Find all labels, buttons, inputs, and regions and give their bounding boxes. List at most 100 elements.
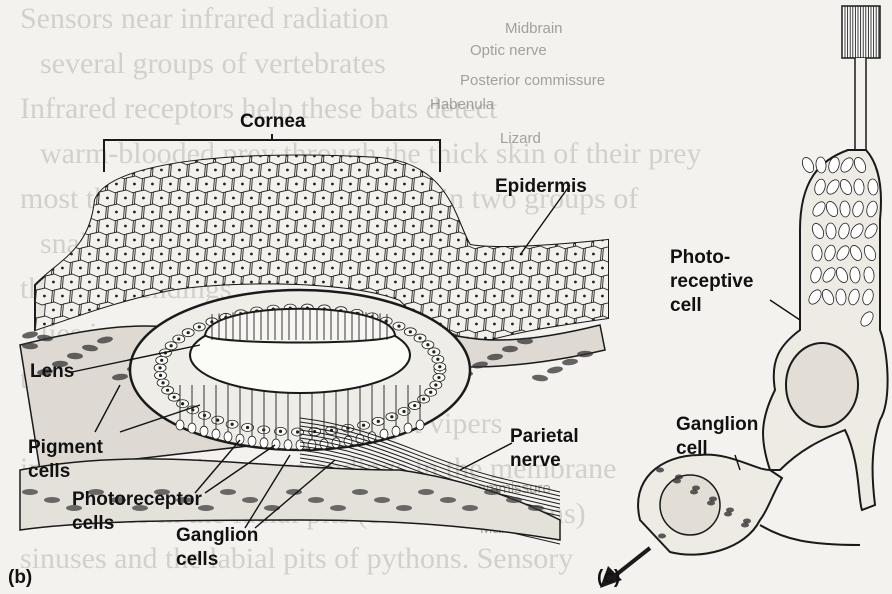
epidermis-cell [53, 232, 70, 249]
cell-nucleus [79, 323, 82, 326]
cell-nucleus [295, 267, 298, 270]
cell-nucleus [133, 211, 136, 214]
cell-nucleus [529, 211, 532, 214]
retina-cell-nucleus [231, 423, 234, 426]
pigment-cell [418, 489, 434, 495]
cell-nucleus [70, 309, 73, 312]
pigment-cell [22, 330, 39, 339]
cell-nucleus [502, 309, 505, 312]
cell-nucleus [250, 281, 253, 284]
cell-nucleus [178, 281, 181, 284]
cell-nucleus [448, 309, 451, 312]
cell-nucleus [448, 253, 451, 256]
epidermis-cell [584, 218, 601, 235]
cell-nucleus [160, 309, 163, 312]
epidermis-cell [602, 190, 619, 207]
cell-nucleus [367, 211, 370, 214]
cell-nucleus [304, 169, 307, 172]
cell-nucleus [367, 183, 370, 186]
cell-nucleus [349, 211, 352, 214]
label-parietal-nerve: Parietal nerve [510, 425, 579, 473]
cell-nucleus [70, 197, 73, 200]
cell-nucleus [322, 225, 325, 228]
epidermis-cell [611, 344, 628, 361]
cell-nucleus [376, 253, 379, 256]
cell-nucleus [457, 155, 460, 158]
cell-nucleus [79, 155, 82, 158]
cell-nucleus [232, 253, 235, 256]
cell-nucleus [187, 155, 190, 158]
cell-nucleus [502, 253, 505, 256]
epidermis-cell [593, 204, 610, 221]
epidermis-cell [125, 148, 142, 165]
cell-nucleus [178, 225, 181, 228]
cell-nucleus [412, 169, 415, 172]
panel-label-c: (c) [597, 566, 620, 590]
cell-nucleus [223, 183, 226, 186]
epidermis-cell [143, 148, 160, 165]
retina-cell-nucleus [418, 336, 421, 339]
cell-nucleus [115, 295, 118, 298]
cell-nucleus [205, 211, 208, 214]
cell-nucleus [421, 239, 424, 242]
panel-label-b: (b) [8, 566, 32, 590]
cell-nucleus [385, 211, 388, 214]
cell-nucleus [583, 267, 586, 270]
cell-nucleus [178, 309, 181, 312]
cell-nucleus [133, 155, 136, 158]
cell-nucleus [259, 239, 262, 242]
cell-nucleus [52, 253, 55, 256]
cell-nucleus [493, 323, 496, 326]
cell-nucleus [124, 281, 127, 284]
cell-nucleus [322, 281, 325, 284]
cell-nucleus [277, 183, 280, 186]
cell-nucleus [511, 267, 514, 270]
cell-nucleus [133, 295, 136, 298]
retina-cell-nucleus [177, 337, 180, 340]
cell-nucleus [97, 267, 100, 270]
epidermis-cell [584, 190, 601, 207]
epidermis-cell [449, 148, 466, 165]
cell-nucleus [205, 267, 208, 270]
epidermis-cell [458, 190, 475, 207]
cell-nucleus [151, 155, 154, 158]
cell-nucleus [169, 295, 172, 298]
cell-nucleus [61, 267, 64, 270]
cell-nucleus [475, 323, 478, 326]
cell-nucleus [556, 253, 559, 256]
retina-cell-nucleus [432, 350, 435, 353]
cell-nucleus [475, 155, 478, 158]
cell-nucleus [610, 309, 613, 312]
cell-nucleus [502, 225, 505, 228]
ganglion-granule [692, 486, 700, 491]
cell-nucleus [592, 309, 595, 312]
retina-cell-nucleus [362, 424, 365, 427]
cell-nucleus [592, 197, 595, 200]
cell-nucleus [511, 323, 514, 326]
photoreceptor-cell [188, 423, 196, 433]
cilium-stalk [855, 58, 866, 150]
cell-nucleus [619, 183, 622, 186]
cell-nucleus [547, 239, 550, 242]
cell-nucleus [322, 169, 325, 172]
cell-nucleus [484, 197, 487, 200]
epidermis-cell [44, 162, 61, 179]
leader-line [460, 443, 512, 470]
cell-nucleus [421, 155, 424, 158]
cell-nucleus [133, 267, 136, 270]
retina-cell-nucleus [429, 391, 432, 394]
cell-nucleus [106, 169, 109, 172]
cell-nucleus [43, 323, 46, 326]
cell-nucleus [439, 239, 442, 242]
epidermis-cell [485, 204, 502, 221]
cell-nucleus [574, 281, 577, 284]
cell-nucleus [232, 281, 235, 284]
cell-nucleus [187, 211, 190, 214]
epidermis-cell [602, 330, 619, 347]
cell-nucleus [457, 267, 460, 270]
cell-nucleus [520, 309, 523, 312]
cell-nucleus [385, 155, 388, 158]
photoreceptor-cell [344, 436, 352, 446]
cell-nucleus [412, 197, 415, 200]
cell-nucleus [502, 169, 505, 172]
